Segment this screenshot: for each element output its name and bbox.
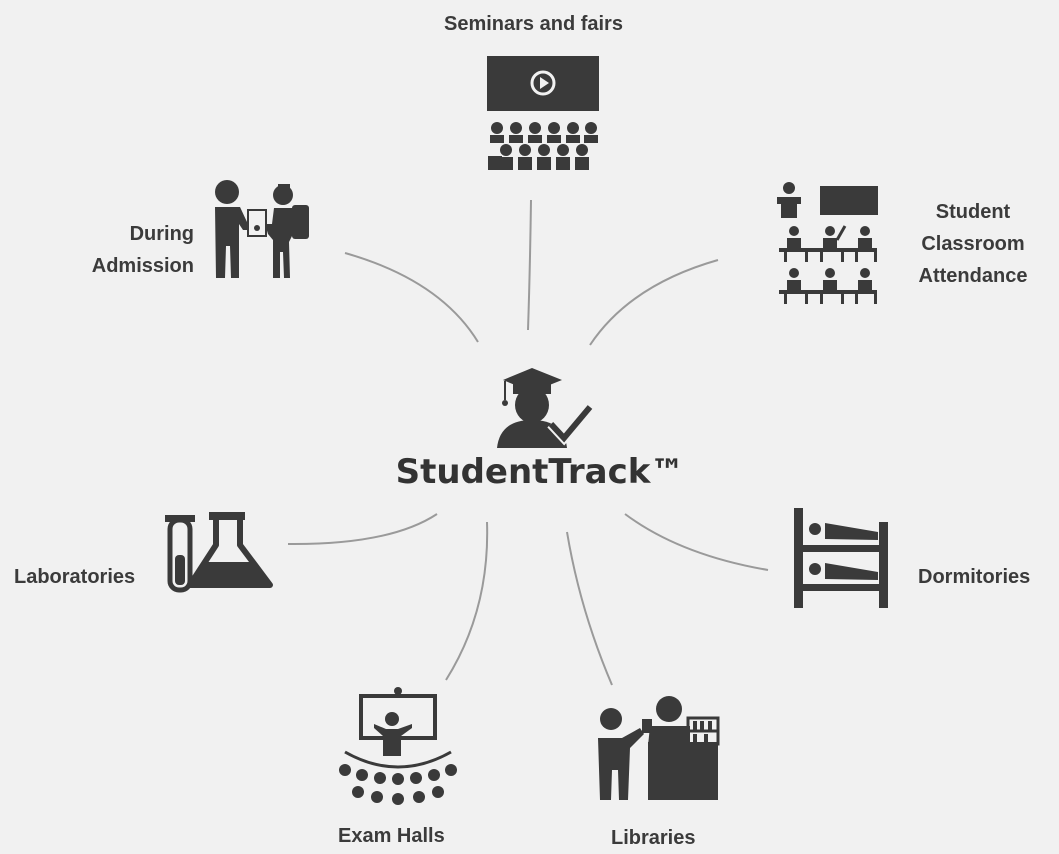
classroom-icon bbox=[777, 182, 878, 304]
connector-dormitories bbox=[624, 513, 769, 571]
connector-admission bbox=[344, 252, 479, 343]
connector-seminars bbox=[527, 199, 532, 331]
connector-libraries bbox=[566, 531, 613, 686]
center-title: StudentTrack™ bbox=[395, 452, 685, 492]
admission-label: During Admission bbox=[82, 218, 194, 282]
connector-attendance bbox=[589, 259, 719, 346]
libraries-label: Libraries bbox=[611, 827, 696, 849]
connectors bbox=[287, 199, 769, 686]
seminars-label: Seminars and fairs bbox=[444, 13, 623, 35]
dormitories-label: Dormitories bbox=[918, 566, 1031, 588]
attendance-label-line1: Student bbox=[935, 201, 1011, 223]
admission-handover-icon bbox=[215, 180, 309, 278]
admission-label-line1: During bbox=[129, 223, 194, 245]
attendance-label-line2: Classroom bbox=[921, 233, 1025, 255]
seminar-audience-icon bbox=[487, 56, 599, 170]
graduate-check-icon bbox=[497, 368, 594, 448]
library-desk-icon bbox=[598, 696, 720, 800]
attendance-label-line3: Attendance bbox=[918, 265, 1028, 287]
connector-exam-halls bbox=[445, 521, 489, 681]
exam-halls-label: Exam Halls bbox=[338, 825, 445, 847]
attendance-label: Student Classroom Attendance bbox=[908, 196, 1038, 292]
laboratories-label: Laboratories bbox=[14, 566, 136, 588]
bunk-bed-icon bbox=[794, 508, 888, 608]
connector-laboratories bbox=[287, 513, 438, 546]
lab-flask-icon bbox=[165, 512, 273, 593]
admission-label-line2: Admission bbox=[91, 255, 194, 277]
exam-hall-icon bbox=[339, 687, 457, 805]
